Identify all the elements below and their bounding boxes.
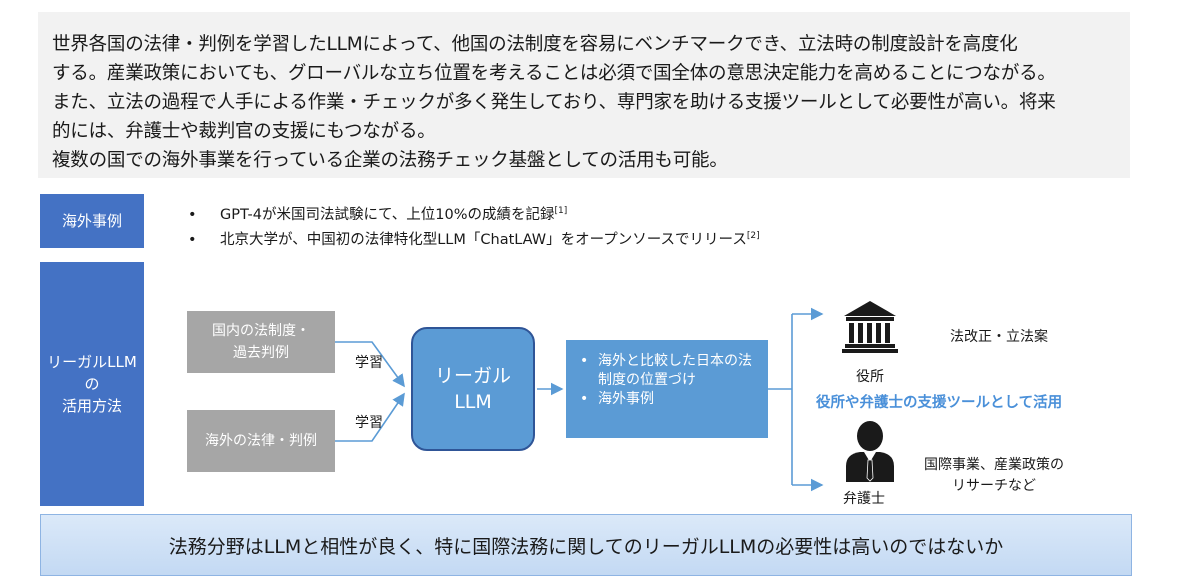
bullet-ref: [2]: [746, 231, 760, 241]
bullet-mark: •: [188, 232, 197, 248]
summary-line: 的には、弁護士や裁判官の支援にもつながる。: [52, 121, 436, 142]
tab-legal-llm-usage: リーガルLLM の 活用方法: [40, 262, 144, 506]
source-domestic-line: 国内の法制度・: [212, 323, 310, 339]
source-domestic-law: 国内の法制度・ 過去判例: [187, 311, 335, 373]
summary-line: また、立法の過程で人手による作業・チェックが多く発生しており、専門家を助ける支援…: [52, 92, 1056, 113]
office-label: 役所: [856, 369, 884, 385]
tab-usage-line: の: [84, 375, 100, 393]
legal-llm-line: リーガル: [434, 365, 511, 387]
government-building-icon: [842, 301, 898, 353]
output-research-line: リサーチなど: [952, 478, 1036, 494]
legal-llm-box: リーガル LLM: [411, 327, 535, 451]
result-box: • 海外と比較した日本の法制度の位置づけ • 海外事例: [566, 340, 768, 438]
output-research-line: 国際事業、産業政策の: [924, 457, 1064, 473]
tab-overseas-cases: 海外事例: [40, 194, 144, 248]
result-item-text: 海外と比較した日本の法制度の位置づけ: [598, 353, 752, 388]
bullet-mark: •: [188, 207, 197, 223]
tab-usage-line: 活用方法: [61, 397, 122, 415]
output-law-revision: 法改正・立法案: [950, 329, 1048, 345]
result-item: • 海外事例: [574, 390, 760, 409]
bullet-mark: •: [580, 353, 589, 369]
person-suit-icon: [846, 421, 894, 482]
legal-llm-line: LLM: [454, 391, 492, 413]
lawyer-label: 弁護士: [843, 491, 885, 507]
summary-line: 世界各国の法律・判例を学習したLLMによって、他国の法制度を容易にベンチマークで…: [52, 34, 1018, 55]
output-research: 国際事業、産業政策の リサーチなど: [924, 455, 1064, 497]
result-item-text: 海外事例: [598, 391, 654, 407]
bullet-mark: •: [580, 391, 589, 407]
summary-box: 世界各国の法律・判例を学習したLLMによって、他国の法制度を容易にベンチマークで…: [38, 12, 1130, 178]
bullet-item: • GPT-4が米国司法試験にて、上位10%の成績を記録[1]: [188, 201, 828, 226]
learn-label-top: 学習: [355, 355, 383, 371]
bullet-ref: [1]: [554, 206, 568, 216]
result-item: • 海外と比較した日本の法制度の位置づけ: [574, 352, 760, 390]
conclusion-banner: 法務分野はLLMと相性が良く、特に国際法務に関してのリーガルLLMの必要性は高い…: [40, 514, 1132, 576]
overseas-bullets: • GPT-4が米国司法試験にて、上位10%の成績を記録[1] • 北京大学が、中国…: [188, 201, 828, 251]
bullet-item: • 北京大学が、中国初の法律特化型LLM「ChatLAW」をオープンソースでリリー…: [188, 226, 828, 251]
bullet-text: GPT-4が米国司法試験にて、上位10%の成績を記録: [220, 207, 555, 223]
bullet-text: 北京大学が、中国初の法律特化型LLM「ChatLAW」をオープンソースでリリース: [220, 232, 747, 248]
learn-label-bottom: 学習: [355, 415, 383, 431]
summary-line: 複数の国での海外事業を行っている企業の法務チェック基盤としての活用も可能。: [52, 150, 728, 171]
support-tool-text: 役所や弁護士の支援ツールとして活用: [816, 395, 1063, 411]
branch-vertical-line: [768, 314, 793, 485]
summary-line: する。産業政策においても、グローバルな立ち位置を考えることは必須で国全体の意思決…: [52, 63, 1056, 84]
source-domestic-line: 過去判例: [233, 345, 289, 361]
tab-usage-line: リーガルLLM: [47, 353, 137, 371]
source-overseas-law: 海外の法律・判例: [187, 410, 335, 472]
